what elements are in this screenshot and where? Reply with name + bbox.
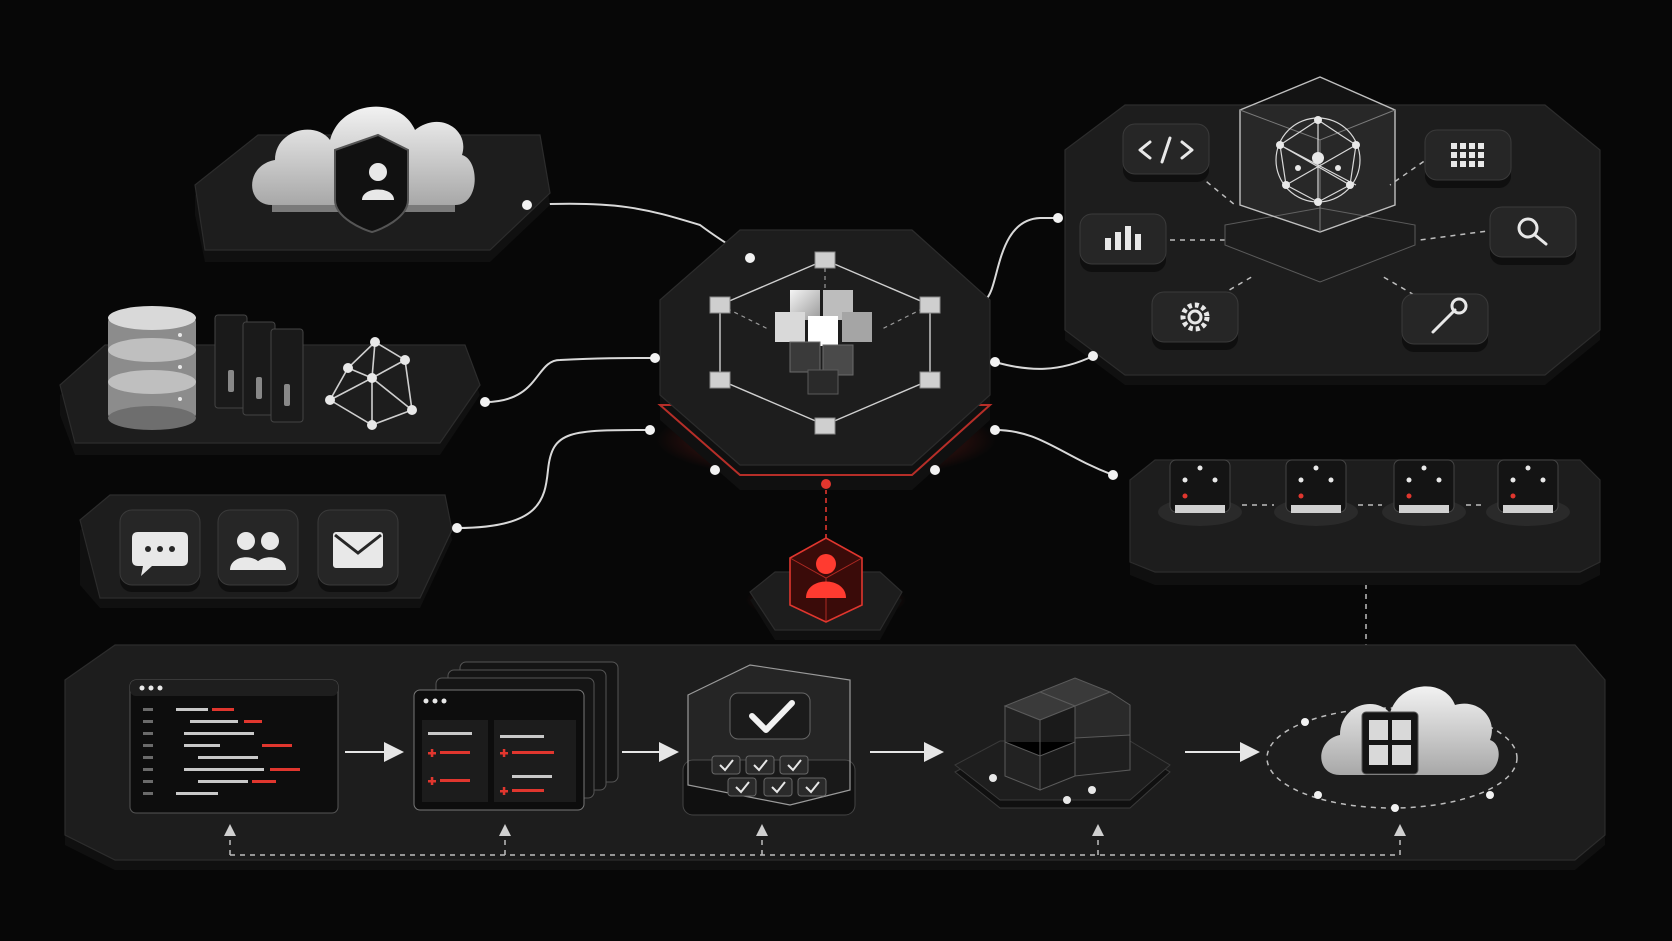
users-icon bbox=[217, 509, 299, 592]
agent-block-icon bbox=[1158, 459, 1242, 526]
agent-block-icon bbox=[1382, 459, 1466, 526]
grid-icon bbox=[1424, 129, 1512, 188]
agent-block-icon bbox=[1486, 459, 1570, 526]
code-icon bbox=[1122, 123, 1210, 182]
mail-icon bbox=[317, 509, 399, 592]
network-graph-icon bbox=[325, 337, 417, 430]
central-cube-cluster-icon bbox=[709, 251, 941, 435]
cloud-deploy-icon bbox=[1266, 686, 1518, 812]
agent-block-icon bbox=[1274, 459, 1358, 526]
ai-brain-cube-icon bbox=[1224, 76, 1416, 283]
container-cubes-icon bbox=[954, 677, 1171, 809]
core-orchestration-hub bbox=[645, 229, 1000, 490]
delivery-pipeline-platform bbox=[64, 644, 1606, 870]
gear-icon bbox=[1151, 291, 1239, 350]
cloud-security-platform bbox=[194, 106, 551, 262]
red-user-cube-icon bbox=[789, 537, 863, 623]
shield-user-icon bbox=[334, 133, 409, 234]
chat-icon bbox=[119, 509, 201, 592]
binder-icon bbox=[214, 314, 304, 423]
communication-platform bbox=[79, 494, 462, 608]
ai-capabilities-platform bbox=[1053, 76, 1601, 385]
test-check-icon bbox=[682, 664, 856, 816]
data-storage-platform bbox=[59, 306, 490, 455]
human-approval-node bbox=[746, 537, 906, 657]
search-icon bbox=[1489, 206, 1577, 265]
wrench-icon bbox=[1401, 293, 1489, 352]
code-editor-icon bbox=[129, 679, 339, 814]
bar-chart-icon bbox=[1079, 213, 1167, 272]
feedback-loop bbox=[224, 824, 1406, 856]
database-icon bbox=[108, 306, 196, 430]
agent-cluster-platform bbox=[1108, 459, 1601, 585]
review-windows-icon bbox=[413, 661, 619, 811]
